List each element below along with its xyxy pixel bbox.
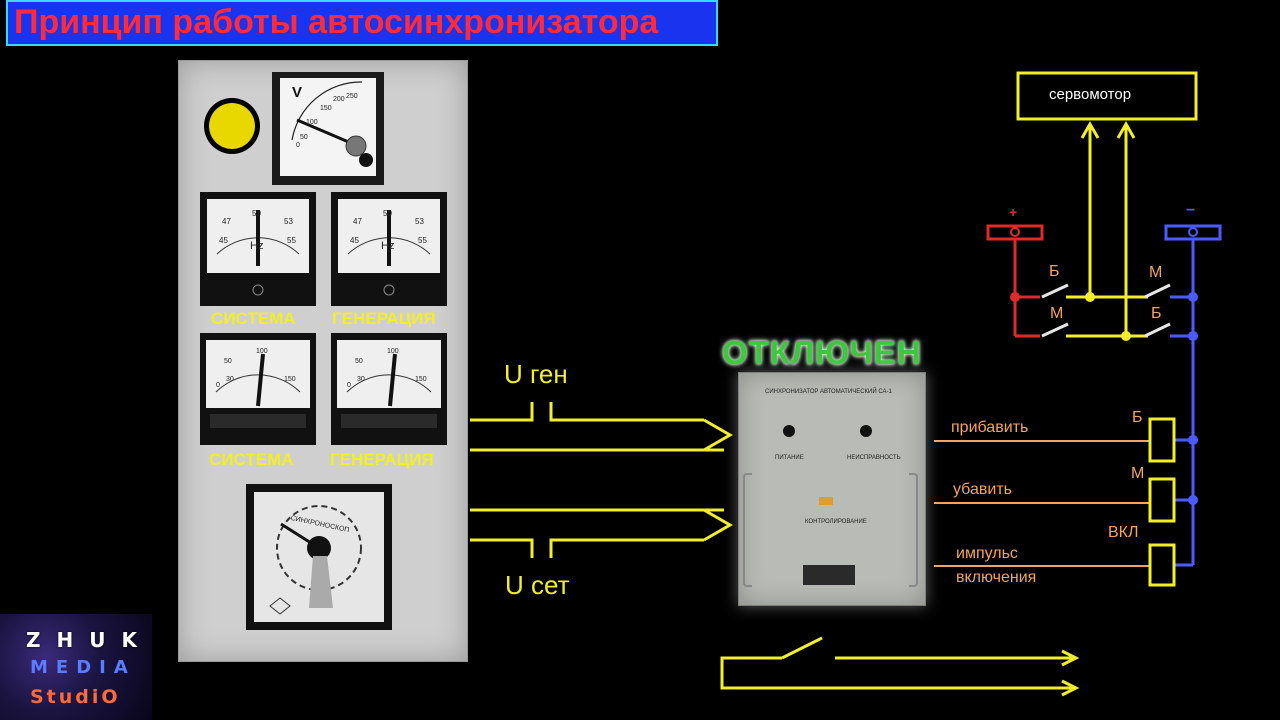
freq-meter-system-label: СИСТЕМА: [211, 309, 296, 328]
title-bar: [6, 0, 718, 46]
bottom-contact: [781, 636, 823, 660]
output-impuls-label2: включения: [956, 569, 1037, 586]
voltmeter-scale-100: 100: [306, 119, 318, 126]
freq-system-scale-47: 47: [222, 217, 231, 226]
u-gen-wire-left-top: [470, 402, 534, 422]
bottom-arrow-bottom: [1061, 679, 1080, 697]
u-gen-label: U ген: [504, 359, 568, 389]
voltmeter-scale-50: 50: [300, 134, 308, 141]
volt-meter-generation-needle: [388, 353, 397, 407]
coil-vkl-label: ВКЛ: [1108, 524, 1139, 541]
u-set-label: U сет: [505, 570, 570, 600]
synchroscope-pointer: [309, 556, 333, 608]
synchroscope-needle: [280, 522, 320, 550]
power-lamp-label: ПИТАНИЕ: [775, 455, 804, 461]
right-handle: [909, 473, 918, 587]
servomotor-box: [1016, 71, 1198, 121]
contact-b-bottom-label: Б: [1151, 305, 1162, 322]
freq-system-scale-53: 53: [284, 217, 293, 226]
volt-meter-system-label: СИСТЕМА: [209, 450, 294, 469]
left-handle: [743, 473, 752, 587]
voltmeter-unit: V: [292, 84, 303, 101]
freq-system-unit: Hz: [250, 240, 264, 252]
voltmeter-scale-0: 0: [296, 142, 300, 149]
volt-meter-generation-label: ГЕНЕРАЦИЯ: [330, 450, 434, 469]
studio-logo: ZHUK MEDIA StudiO: [0, 614, 152, 720]
volt-generation-scale-0: 0: [347, 382, 351, 389]
servomotor-label: сервомотор: [1049, 86, 1132, 103]
volt-system-scale-100: 100: [256, 348, 268, 355]
output-ubavit-label: убавить: [953, 481, 1012, 498]
contact-m-top-label: М: [1149, 264, 1163, 281]
u-gen-arrow: [703, 418, 734, 452]
volt-generation-scale-50: 50: [355, 358, 363, 365]
indicator-lamp-icon: [209, 103, 255, 149]
control-label: КОНТРОЛИРОВАНИЕ: [805, 519, 867, 525]
u-gen-wire-right-top: [549, 402, 704, 422]
contact-m-bottom: [1041, 322, 1069, 338]
fault-lamp-label: НЕИСПРАВНОСТЬ: [847, 455, 901, 461]
bottom-wire: [720, 656, 1074, 690]
freq-system-scale-55: 55: [287, 236, 296, 245]
freq-generation-unit: Hz: [381, 240, 395, 252]
volt-generation-scale-100: 100: [387, 348, 399, 355]
device-status: ОТКЛЮЧЕН: [722, 334, 922, 371]
voltmeter-scale-250: 250: [346, 93, 358, 100]
volt-system-scale-30: 30: [226, 376, 234, 383]
contact-b-top-label: Б: [1049, 263, 1060, 280]
coil-b: [1148, 417, 1176, 463]
logo-line3: StudiO: [30, 686, 121, 708]
logo-line1: ZHUK: [26, 628, 153, 652]
page-title: Принцип работы автосинхронизатора: [14, 3, 659, 41]
volt-system-scale-50: 50: [224, 358, 232, 365]
freq-generation-scale-53: 53: [415, 217, 424, 226]
coil-m-label: М: [1131, 465, 1145, 482]
freq-meter-generation-label: ГЕНЕРАЦИЯ: [332, 309, 436, 328]
control-connector-icon: [819, 497, 833, 505]
volt-generation-scale-150: 150: [415, 376, 427, 383]
freq-generation-scale-45: 45: [350, 236, 359, 245]
contact-b-top: [1041, 283, 1069, 299]
coil-b-label: Б: [1132, 409, 1143, 426]
freq-system-scale-45: 45: [219, 236, 228, 245]
synchronizer-device: СИНХРОНИЗАТОР АВТОМАТИЧЕСКИЙ СА-1 ПИТАНИ…: [738, 372, 926, 606]
voltmeter-scale-150: 150: [320, 105, 332, 112]
volt-system-scale-150: 150: [284, 376, 296, 383]
contact-b-bottom: [1144, 322, 1171, 338]
freq-generation-scale-55: 55: [418, 236, 427, 245]
volt-system-scale-0: 0: [216, 382, 220, 389]
coil-vkl: [1148, 543, 1176, 587]
bottom-arrow-top: [1061, 649, 1080, 667]
u-set-wire-right-bottom: [549, 538, 704, 558]
volt-generation-scale-30: 30: [357, 376, 365, 383]
u-set-wire-left-bottom: [470, 538, 534, 558]
freq-generation-scale-50: 50: [383, 209, 392, 218]
fault-lamp-icon: [860, 425, 872, 437]
output-impuls-label: импульс: [956, 545, 1018, 562]
u-set-arrow: [703, 508, 734, 542]
plus-label: +: [1009, 204, 1018, 220]
contact-m-bottom-label: М: [1050, 305, 1064, 322]
nameplate: [803, 565, 855, 585]
output-pribavit-label: прибавить: [951, 419, 1029, 436]
power-lamp-icon: [783, 425, 795, 437]
voltmeter-scale-200: 200: [333, 96, 345, 103]
minus-label: −: [1186, 202, 1196, 219]
coil-m: [1148, 477, 1176, 523]
logo-line2: MEDIA: [30, 657, 136, 678]
freq-system-scale-50: 50: [252, 209, 261, 218]
contact-m-top: [1144, 283, 1171, 299]
device-name: СИНХРОНИЗАТОР АВТОМАТИЧЕСКИЙ СА-1: [765, 389, 892, 395]
volt-meter-system-needle: [256, 353, 265, 407]
freq-generation-scale-47: 47: [353, 217, 362, 226]
